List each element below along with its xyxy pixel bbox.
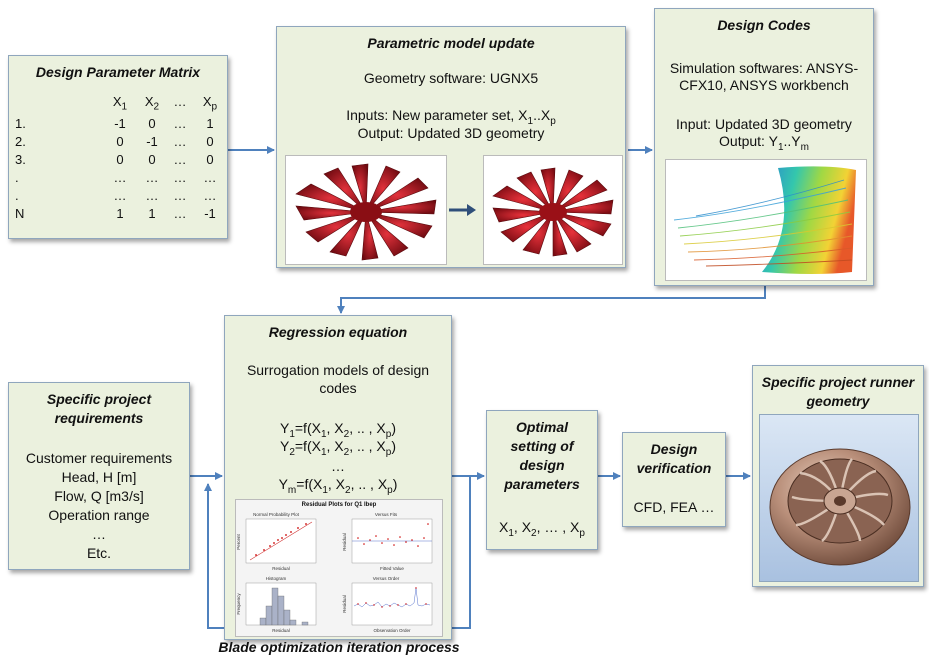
- project-requirements-box: Specific project requirements Customer r…: [8, 382, 190, 570]
- plot2-xlabel: Fitted Value: [380, 566, 404, 571]
- optimal-setting-box: Optimal setting of design parameters X1,…: [486, 410, 598, 550]
- arrow-codes-to-regression: [337, 286, 766, 314]
- design-verification-box: Design verification CFD, FEA …: [622, 432, 726, 527]
- matrix-cell: …: [173, 188, 187, 203]
- matrix-cell: …: [145, 188, 159, 203]
- matrix-cell: -1: [204, 206, 216, 221]
- matrix-cell: 0: [148, 152, 156, 167]
- verification-title-line1: Design: [650, 441, 698, 457]
- requirement-item: Etc.: [86, 545, 112, 561]
- matrix-row-label: .: [15, 188, 19, 203]
- verification-title-line2: verification: [636, 460, 712, 476]
- output-text: Output: Updated 3D geometry: [357, 125, 545, 141]
- design-codes-box: Design Codes Simulation softwares: ANSYS…: [654, 8, 874, 286]
- matrix-row-label: .: [15, 170, 19, 185]
- matrix-cell: 1: [116, 206, 124, 221]
- regression-title: Regression equation: [268, 324, 408, 340]
- plot4-xlabel: Observation Order: [373, 628, 411, 633]
- matrix-cell: …: [145, 170, 159, 185]
- optimal-title-line1: Optimal: [515, 419, 569, 435]
- geometry-update-arrow: [449, 204, 476, 216]
- runner-geometry-box: Specific project runner geometry: [752, 365, 924, 587]
- matrix-cell: …: [203, 170, 217, 185]
- plot3-ylabel: Frequency: [236, 593, 241, 615]
- requirement-item: …: [92, 526, 106, 542]
- matrix-row-label: 3.: [15, 152, 26, 167]
- codes-input-text: Input: Updated 3D geometry: [676, 116, 852, 132]
- optimal-variables-text: X1, X2, … , Xp: [499, 519, 585, 539]
- design-parameter-matrix-box: Design Parameter Matrix X1 X2 … Xp 1. -1 0…: [8, 55, 228, 239]
- plot4-ylabel: Residual: [342, 595, 347, 613]
- matrix-cell: 0: [116, 152, 124, 167]
- matrix-cell: 0: [206, 134, 214, 149]
- optimal-title-line3: design: [519, 457, 565, 473]
- requirements-title-line1: Specific project: [46, 391, 152, 407]
- verification-methods-text: CFD, FEA …: [633, 499, 715, 515]
- plot1-ylabel: Percent: [236, 533, 241, 549]
- residual-plots-title: Residual Plots for Q1 Ibep: [301, 502, 377, 508]
- equation-ellipsis: …: [331, 458, 345, 474]
- matrix-row-label: 1.: [15, 116, 26, 131]
- matrix-row-label: 2.: [15, 134, 26, 149]
- plot4-title: Versus Order: [373, 576, 400, 581]
- plot2-ylabel: Residual: [342, 533, 347, 551]
- codes-output-text: Output: Y1..Ym: [719, 133, 809, 153]
- runner-geometry-image: [759, 414, 919, 582]
- matrix-header-x2: X2: [144, 94, 160, 113]
- equation-ym: Ym=f(X1, X2, .. , Xp): [278, 476, 398, 496]
- requirement-item: Flow, Q [m3/s]: [54, 488, 144, 504]
- matrix-cell: 1: [148, 206, 156, 221]
- matrix-cell: …: [113, 188, 127, 203]
- matrix-cell: …: [173, 116, 187, 131]
- equation-y1: Y1=f(X1, X2, .. , Xp): [279, 420, 397, 440]
- plot3-title: Histogram: [266, 576, 287, 581]
- matrix-cell: …: [173, 152, 187, 167]
- plot2-title: Versus Fits: [375, 512, 398, 517]
- simulation-software-line1: Simulation softwares: ANSYS-: [669, 60, 859, 76]
- requirement-item: Operation range: [48, 507, 150, 523]
- plot1-title: Normal Probability Plot: [253, 512, 300, 517]
- cfd-streamline-image: [665, 159, 867, 281]
- equation-y2: Y2=f(X1, X2, .. , Xp): [279, 438, 397, 458]
- matrix-cell: …: [203, 188, 217, 203]
- matrix-cell: 0: [116, 134, 124, 149]
- requirements-title-line2: requirements: [54, 410, 144, 426]
- matrix-cell: …: [173, 206, 187, 221]
- matrix-title: Design Parameter Matrix: [35, 64, 201, 80]
- parameter-matrix: X1 X2 … Xp 1. -1 0 … 1 2. 0 -1 … 0 3. 0 0 … 0. … … … …. … … ……: [15, 94, 225, 234]
- matrix-cell: 0: [148, 116, 156, 131]
- optimal-title-line4: parameters: [504, 476, 580, 492]
- parametric-model-update-box: Parametric model update Geometry softwar…: [276, 26, 626, 268]
- requirement-item: Customer requirements: [25, 450, 173, 466]
- regression-equation-box: Regression equation Surrogation models o…: [224, 315, 452, 640]
- plot1-xlabel: Residual: [272, 566, 290, 571]
- matrix-cell: 0: [206, 152, 214, 167]
- simulation-software-line2: CFX10, ANSYS workbench: [679, 77, 849, 93]
- matrix-row-label: N: [15, 206, 25, 221]
- plot3-xlabel: Residual: [272, 628, 290, 633]
- matrix-cell: -1: [114, 116, 126, 131]
- matrix-header-x1: X1: [112, 94, 128, 113]
- blade-geometry-after-image: [483, 155, 623, 265]
- blade-geometry-before-image: [285, 155, 447, 265]
- matrix-cell: …: [173, 134, 187, 149]
- residual-plots-image: Residual Plots for Q1 Ibep Normal Probab…: [235, 499, 443, 637]
- surrogation-text-line2: codes: [319, 380, 357, 396]
- matrix-cell: 1: [206, 116, 214, 131]
- matrix-cell: …: [173, 170, 187, 185]
- requirement-item: Head, H [m]: [61, 469, 137, 485]
- runner-title-line1: Specific project runner: [761, 374, 915, 390]
- geometry-software-text: Geometry software: UGNX5: [363, 70, 539, 86]
- matrix-header-xp: Xp: [202, 94, 218, 113]
- matrix-header-ellipsis: …: [173, 94, 187, 109]
- surrogation-text-line1: Surrogation models of design: [246, 362, 430, 378]
- design-codes-title: Design Codes: [717, 17, 811, 33]
- matrix-cell: …: [113, 170, 127, 185]
- runner-title-line2: geometry: [806, 393, 870, 409]
- optimal-title-line2: setting of: [510, 438, 574, 454]
- iteration-loop-label: Blade optimization iteration process: [218, 639, 460, 655]
- inputs-text: Inputs: New parameter set, X1..Xp: [346, 107, 556, 127]
- parametric-title: Parametric model update: [367, 35, 535, 51]
- matrix-cell: -1: [146, 134, 158, 149]
